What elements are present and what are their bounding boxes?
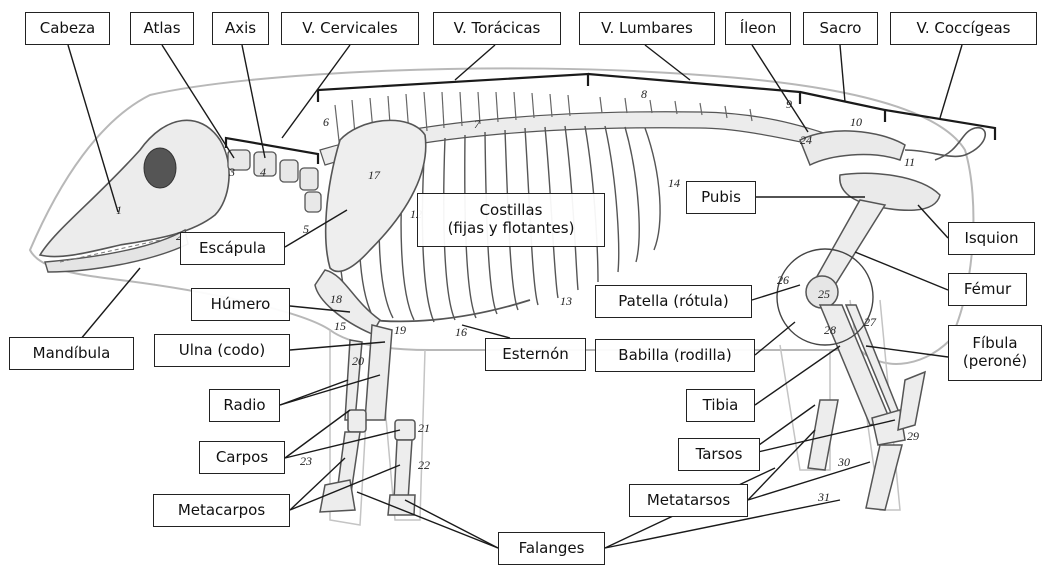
bone-number: 5 bbox=[303, 222, 309, 236]
bone-number: 8 bbox=[641, 87, 647, 101]
bone-number: 11 bbox=[904, 155, 915, 169]
label-fibula: Fíbula (peroné) bbox=[948, 325, 1042, 381]
bone-number: 3 bbox=[228, 165, 235, 179]
bone-number: 9 bbox=[786, 97, 792, 111]
bone-number: 28 bbox=[824, 323, 836, 337]
label-falanges: Falanges bbox=[498, 532, 605, 565]
bracket-coccigeas bbox=[885, 110, 995, 140]
bone-number: 22 bbox=[418, 458, 430, 472]
bone-number: 14 bbox=[668, 176, 680, 190]
bone-number: 24 bbox=[800, 133, 812, 147]
scapula-bone bbox=[326, 120, 426, 271]
label-tibia: Tibia bbox=[686, 389, 755, 422]
bone-number: 18 bbox=[330, 292, 342, 306]
label-metacarpos: Metacarpos bbox=[153, 494, 290, 527]
label-escapula: Escápula bbox=[180, 232, 285, 265]
label-costillas-line2: (fijas y flotantes) bbox=[448, 220, 575, 238]
bone-number: 17 bbox=[368, 168, 381, 182]
label-sacro: Sacro bbox=[803, 12, 878, 45]
bone-number: 19 bbox=[394, 323, 406, 337]
label-v-cervicales: V. Cervicales bbox=[281, 12, 419, 45]
label-costillas: Costillas (fijas y flotantes) bbox=[417, 193, 605, 247]
cervical-vertebrae bbox=[228, 150, 321, 212]
bracket-toracicas bbox=[318, 74, 588, 102]
bone-number: 26 bbox=[777, 273, 789, 287]
bone-number: 25 bbox=[818, 287, 830, 301]
label-femur: Fémur bbox=[948, 273, 1027, 306]
pelvis bbox=[800, 131, 940, 210]
bone-number: 4 bbox=[260, 165, 266, 179]
label-cabeza: Cabeza bbox=[25, 12, 110, 45]
bone-number: 7 bbox=[474, 117, 481, 131]
bone-number: 20 bbox=[352, 354, 364, 368]
bone-number: 29 bbox=[907, 429, 919, 443]
label-mandibula: Mandíbula bbox=[9, 337, 134, 370]
label-atlas: Atlas bbox=[130, 12, 194, 45]
label-costillas-line1: Costillas bbox=[480, 202, 543, 220]
bone-number: 30 bbox=[837, 455, 850, 469]
bone-number: 10 bbox=[850, 115, 862, 129]
label-axis: Axis bbox=[212, 12, 269, 45]
label-isquion: Isquion bbox=[948, 222, 1035, 255]
bone-number: 23 bbox=[300, 454, 312, 468]
bone-number: 16 bbox=[455, 325, 467, 339]
label-humero: Húmero bbox=[191, 288, 290, 321]
bracket-sacro bbox=[800, 92, 885, 122]
bone-number: 21 bbox=[418, 421, 430, 435]
label-metatarsos: Metatarsos bbox=[629, 484, 748, 517]
label-esternon: Esternón bbox=[485, 338, 586, 371]
label-v-lumbares: V. Lumbares bbox=[579, 12, 715, 45]
bracket-lumbares bbox=[588, 74, 800, 104]
label-v-toracicas: V. Torácicas bbox=[433, 12, 561, 45]
label-babilla: Babilla (rodilla) bbox=[595, 339, 755, 372]
bone-number: 31 bbox=[817, 490, 830, 504]
label-fibula-line1: Fíbula bbox=[972, 335, 1017, 353]
bone-number: 1 bbox=[116, 203, 122, 217]
label-tarsos: Tarsos bbox=[678, 438, 760, 471]
label-ulna: Ulna (codo) bbox=[154, 334, 290, 367]
label-v-coccigeas: V. Coccígeas bbox=[890, 12, 1037, 45]
tail bbox=[905, 128, 985, 160]
label-ileon: Íleon bbox=[725, 12, 791, 45]
bone-number: 13 bbox=[560, 294, 572, 308]
label-pubis: Pubis bbox=[686, 181, 756, 214]
bone-number: 6 bbox=[323, 115, 329, 129]
label-carpos: Carpos bbox=[199, 441, 285, 474]
sternum bbox=[355, 300, 530, 321]
label-patella: Patella (rótula) bbox=[595, 285, 752, 318]
bone-number: 15 bbox=[334, 319, 346, 333]
label-fibula-line2: (peroné) bbox=[963, 353, 1027, 371]
label-radio: Radio bbox=[209, 389, 280, 422]
bone-number: 27 bbox=[864, 315, 877, 329]
